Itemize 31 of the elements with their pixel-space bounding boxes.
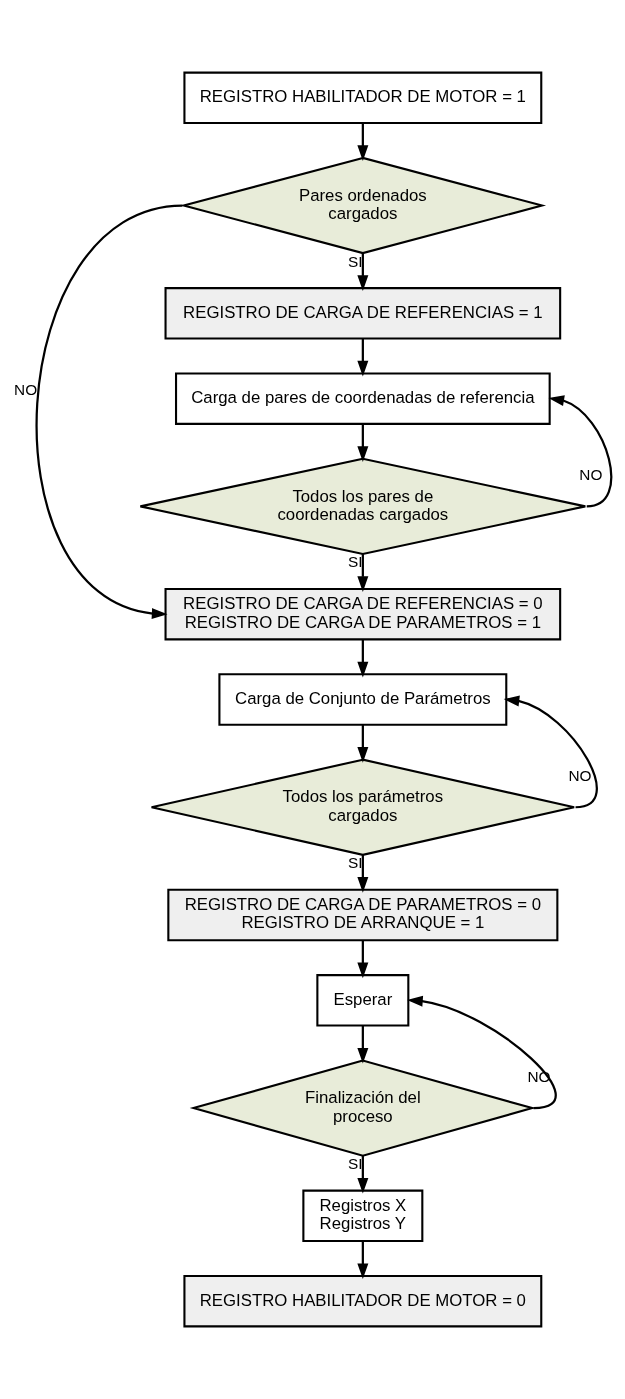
node-box: REGISTRO DE CARGA DE PARAMETROS = 0 REGISTRO DE ARRANQUE = 1: [167, 888, 559, 942]
node-box: Carga de Conjunto de Parámetros: [218, 673, 508, 726]
arrow: [357, 338, 369, 377]
edge-label: NO: [14, 381, 38, 399]
node-box: Registros X Registros Y: [302, 1189, 424, 1243]
node-box: REGISTRO DE CARGA DE REFERENCIAS = 1: [164, 287, 562, 340]
arrow: [357, 554, 369, 592]
arrow: [548, 395, 613, 508]
node-diamond: Pares ordenados cargados: [179, 156, 547, 255]
arrow: [357, 123, 369, 162]
edge-label: SI: [347, 854, 363, 872]
arrow: [357, 940, 369, 979]
arrow: [357, 1241, 369, 1280]
arrow: [357, 423, 369, 462]
node-box: REGISTRO HABILITADOR DE MOTOR = 0: [183, 1275, 543, 1328]
arrow: [503, 695, 598, 809]
arrow: [357, 1025, 369, 1064]
node-box: Carga de pares de coordenadas de referencia: [175, 372, 551, 425]
node-box: REGISTRO HABILITADOR DE MOTOR = 1: [183, 71, 543, 124]
arrow: [357, 253, 369, 292]
edge-label: SI: [347, 1155, 363, 1173]
arrow: [407, 995, 557, 1110]
arrow: [357, 855, 369, 893]
node-box: REGISTRO DE CARGA DE REFERENCIAS = 0 REGISTRO DE CARGA DE PARAMETROS = 1: [164, 587, 562, 641]
node-box: Esperar: [316, 974, 410, 1027]
arrow: [357, 724, 369, 763]
arrow: [357, 1155, 369, 1194]
arrow: [357, 639, 369, 678]
edge-label: SI: [347, 553, 363, 571]
edge-label: SI: [347, 252, 363, 270]
arrow: [36, 204, 183, 620]
